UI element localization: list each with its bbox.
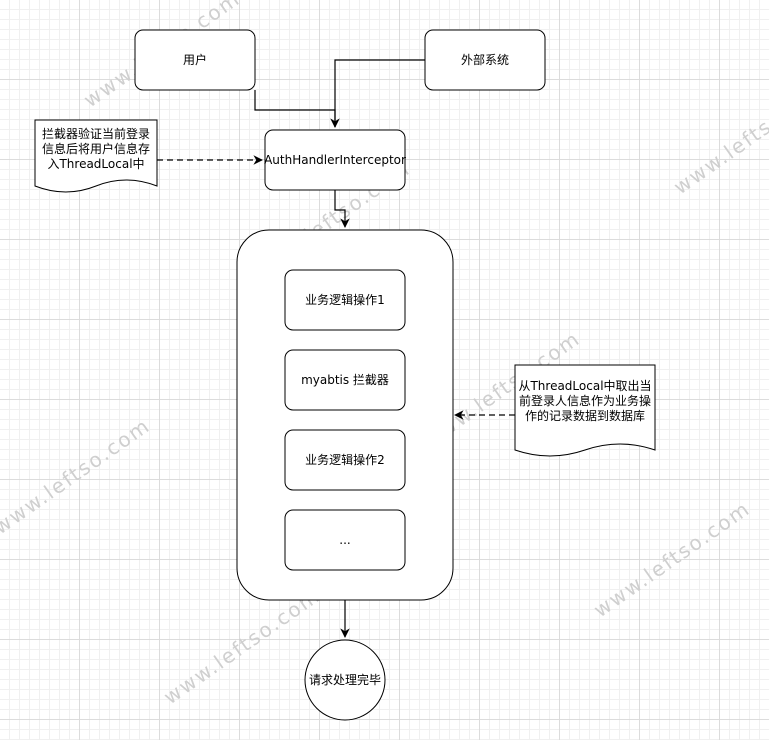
op2-node: 业务逻辑操作2	[284, 429, 406, 491]
more-node: ...	[284, 509, 406, 571]
external-system-label: 外部系统	[461, 52, 509, 67]
more-label: ...	[339, 533, 350, 547]
mybatis-node: myabtis 拦截器	[284, 349, 406, 411]
op2-label: 业务逻辑操作2	[305, 452, 385, 467]
note-right: 从ThreadLocal中取出当 前登录人信息作为业务操 作的记录数据到数据库	[514, 364, 656, 457]
watermark: www.leftso.com	[669, 73, 769, 199]
user-label: 用户	[183, 52, 207, 67]
mybatis-label: myabtis 拦截器	[301, 373, 389, 387]
note-right-line: 前登录人信息作为业务操	[519, 393, 651, 408]
note-right-line: 作的记录数据到数据库	[525, 408, 645, 423]
edge-interceptor-container	[334, 190, 350, 228]
op1-node: 业务逻辑操作1	[284, 269, 406, 331]
note-right-line: 从ThreadLocal中取出当	[518, 378, 651, 393]
interceptor-node: AuthHandlerInterceptor	[264, 129, 406, 191]
edge-external-interceptor	[334, 59, 425, 127]
connectors	[157, 59, 515, 638]
edge-user-interceptor	[254, 90, 340, 128]
watermark: www.leftso.com	[589, 496, 755, 622]
watermark: www.leftso.com	[159, 583, 325, 709]
end-node: 请求处理完毕	[304, 639, 386, 721]
note-left-line: 信息后将用户信息存	[42, 141, 150, 156]
op1-label: 业务逻辑操作1	[305, 292, 385, 307]
user-node: 用户	[134, 29, 256, 91]
watermark: www.leftso.com	[0, 413, 155, 539]
note-left: 拦截器验证当前登录 信息后将用户信息存 入ThreadLocal中	[34, 119, 158, 193]
end-label: 请求处理完毕	[309, 672, 381, 687]
external-system-node: 外部系统	[424, 29, 546, 91]
interceptor-label: AuthHandlerInterceptor	[264, 153, 406, 167]
note-left-line: 拦截器验证当前登录	[42, 126, 150, 141]
note-left-line: 入ThreadLocal中	[47, 156, 144, 171]
